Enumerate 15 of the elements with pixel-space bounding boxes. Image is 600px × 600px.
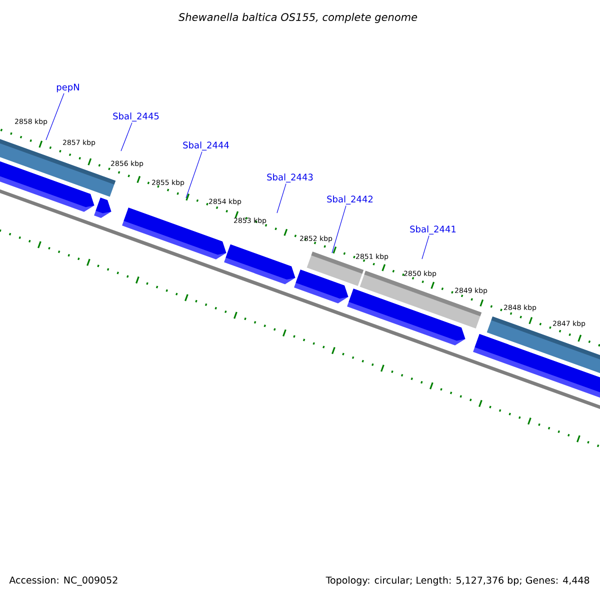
gene-label: Sbal_2444 xyxy=(183,142,229,150)
gene-label: Sbal_2441 xyxy=(410,226,456,234)
gene-label: Sbal_2445 xyxy=(113,112,159,122)
leader-line xyxy=(276,183,286,214)
gene-label: Sbal_2443 xyxy=(267,174,313,182)
leader-line xyxy=(186,151,202,198)
leader-line xyxy=(46,93,64,140)
title: Shewanella baltica OS155, complete genome xyxy=(178,12,418,24)
topology-text: Topology: circular; Length: 5,127,376 bp; Genes: 4,448 xyxy=(326,576,590,586)
gene-label: Sbal_2442 xyxy=(327,196,373,204)
accession-text: Accession: NC_009052 xyxy=(9,576,118,586)
gene-label: pepN xyxy=(56,84,79,92)
leader-line xyxy=(422,235,430,260)
leader-line xyxy=(120,122,132,152)
leader-line xyxy=(332,205,346,254)
